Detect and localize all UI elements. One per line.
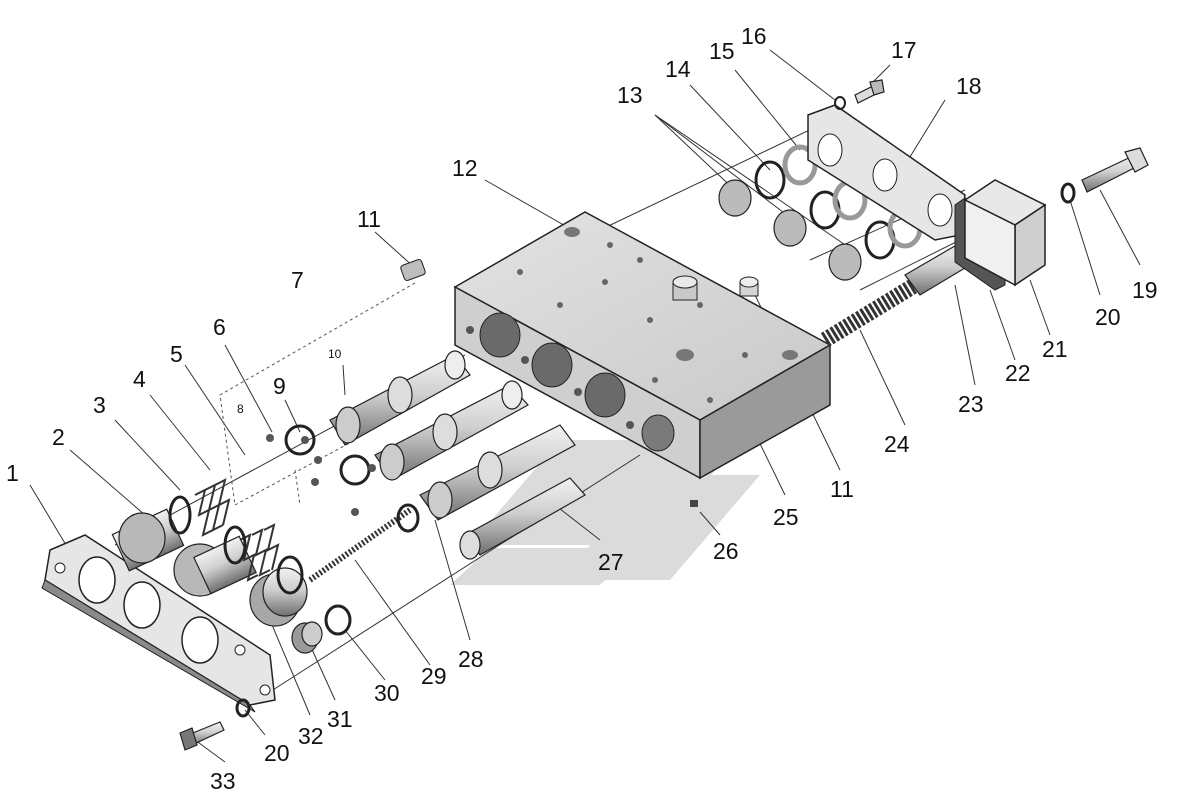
callout-14: 14 (665, 56, 691, 82)
group-outline (219, 282, 416, 506)
spool-lower (419, 424, 576, 521)
bushing-31 (291, 621, 323, 654)
callout-28: 28 (458, 646, 484, 672)
spring-4 (194, 478, 231, 537)
cap-32 (249, 567, 308, 627)
callout-8: 8 (237, 402, 244, 416)
callout-27: 27 (598, 549, 624, 575)
callout-13: 13 (617, 82, 643, 108)
callout-23: 23 (958, 391, 984, 417)
callout-33: 33 (210, 768, 236, 794)
callout-4: 4 (133, 366, 146, 392)
plug-25 (672, 275, 698, 301)
callout-7: 7 (291, 267, 304, 293)
callout-2: 2 (52, 424, 65, 450)
callout-20-right: 20 (1095, 304, 1121, 330)
plug-11-right (739, 276, 759, 297)
callout-24: 24 (884, 431, 910, 457)
balls (266, 434, 376, 516)
washer-16 (834, 96, 846, 110)
plug-26 (690, 500, 698, 507)
callout-10: 10 (328, 347, 342, 361)
spool-middle (374, 380, 529, 481)
callout-26: 26 (713, 538, 739, 564)
callout-18: 18 (956, 73, 982, 99)
callout-15: 15 (709, 38, 735, 64)
callout-16: 16 (741, 23, 767, 49)
callout-6: 6 (213, 314, 226, 340)
callout-31: 31 (327, 706, 353, 732)
spool-27 (459, 477, 586, 560)
callout-30: 30 (374, 680, 400, 706)
cover-21 (963, 179, 1047, 287)
washer-20-right (1060, 182, 1076, 204)
callout-20-left: 20 (264, 740, 290, 766)
callout-32: 32 (298, 723, 324, 749)
spool-upper (329, 350, 471, 446)
gasket-left (41, 534, 276, 713)
callout-21: 21 (1042, 336, 1068, 362)
spring-29 (308, 507, 412, 583)
callout-19: 19 (1132, 277, 1158, 303)
bolt-17 (854, 79, 885, 104)
leader-lines (29, 49, 1141, 763)
spring-24 (820, 278, 920, 347)
cap-2 (111, 508, 185, 572)
callout-5: 5 (170, 341, 183, 367)
callout-22: 22 (1005, 360, 1031, 386)
callout-1: 1 (6, 460, 19, 486)
bolt-33 (179, 721, 225, 751)
callout-29: 29 (421, 663, 447, 689)
callout-11-right: 11 (830, 476, 854, 502)
callout-3: 3 (93, 392, 106, 418)
callout-25: 25 (773, 504, 799, 530)
callout-9: 9 (273, 373, 286, 399)
washer-20-left (235, 698, 251, 718)
callout-12: 12 (452, 155, 478, 181)
bushings-13 (718, 179, 862, 281)
valve-body-block (453, 211, 832, 480)
plug-11-left (400, 259, 426, 281)
callout-17: 17 (891, 37, 917, 63)
spring-3b (239, 523, 280, 582)
bolt-19 (1081, 147, 1149, 193)
callout-11-left: 11 (357, 206, 381, 232)
gasket-right (807, 104, 966, 241)
cap-2b (173, 535, 257, 597)
